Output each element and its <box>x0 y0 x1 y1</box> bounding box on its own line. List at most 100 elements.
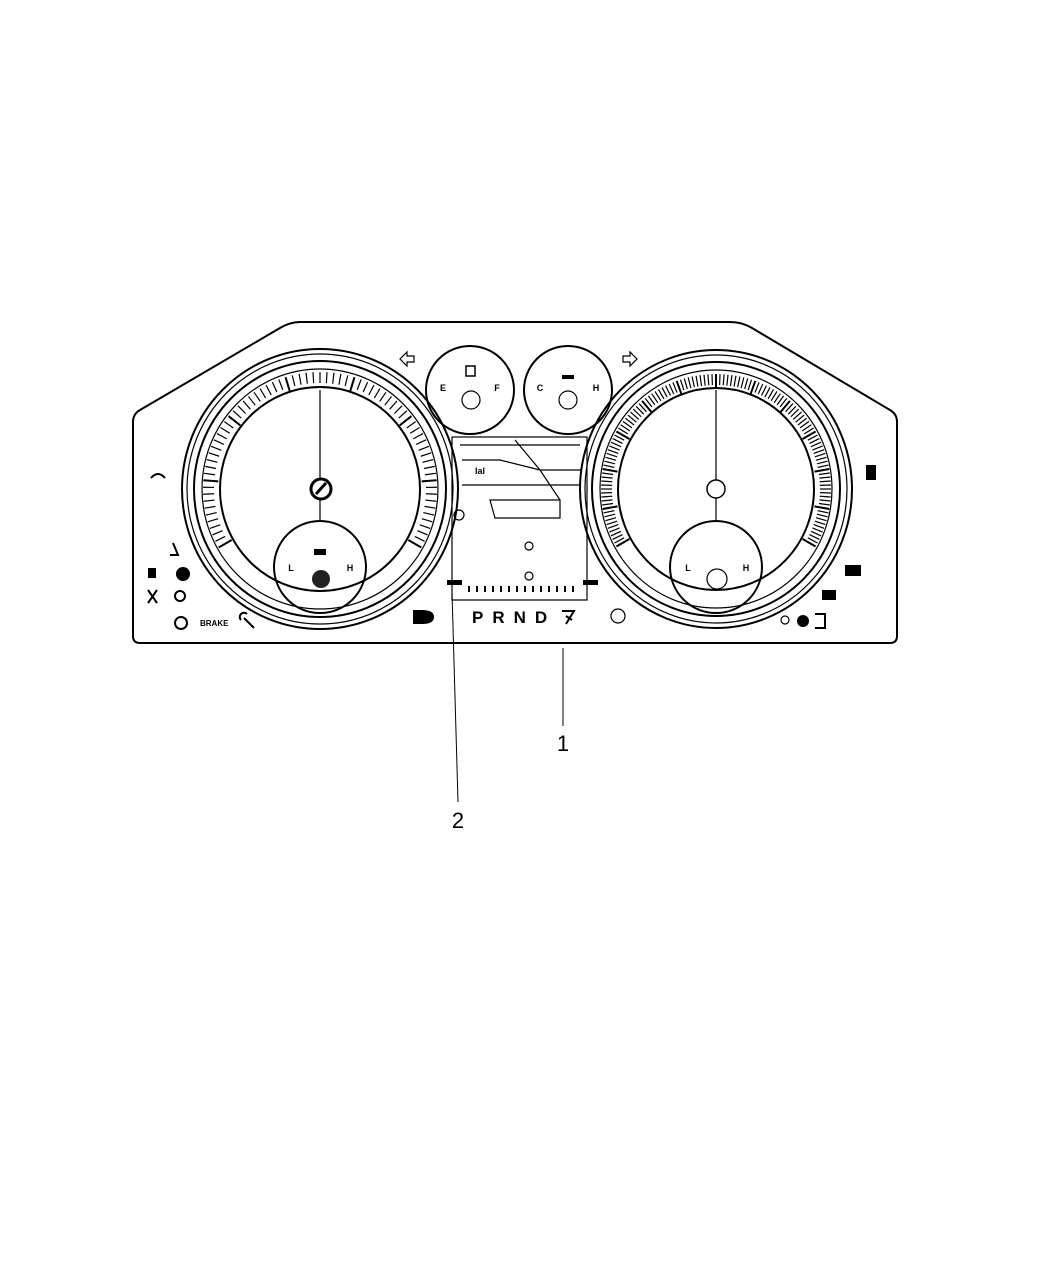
tick-mark <box>338 373 342 385</box>
tick-mark <box>601 476 613 479</box>
tick-mark <box>817 464 829 468</box>
tick-mark <box>802 538 817 548</box>
tick-mark <box>223 421 234 429</box>
tick-mark <box>610 530 622 537</box>
tick-mark <box>349 376 356 392</box>
tick-mark <box>356 379 362 390</box>
tick-mark <box>615 538 630 548</box>
tick-mark <box>212 530 223 536</box>
display-segment <box>468 586 470 592</box>
display-segment <box>572 586 574 592</box>
tick-mark <box>818 502 830 506</box>
tick-mark <box>807 434 818 441</box>
tick-mark <box>785 403 794 413</box>
tick-mark <box>802 430 817 440</box>
fuel-gauge: E F <box>425 345 515 435</box>
gauge-high-label: H <box>347 563 354 573</box>
tick-mark <box>203 479 219 483</box>
tick-mark <box>627 414 637 423</box>
seatbelt-icon <box>147 589 158 604</box>
tick-mark <box>632 408 642 418</box>
tick-mark <box>776 395 785 406</box>
tick-mark <box>284 376 291 392</box>
tick-mark <box>259 388 267 399</box>
tick-mark <box>379 391 387 402</box>
right-turn-arrow-icon <box>622 350 638 368</box>
tick-mark <box>213 439 225 445</box>
brake-warning-label: BRAKE <box>200 619 229 628</box>
gauge-low-label: E <box>440 383 446 393</box>
tick-mark <box>638 403 647 413</box>
tick-mark <box>635 405 645 415</box>
tick-mark <box>687 377 692 389</box>
tick-mark <box>265 384 272 396</box>
tick-mark <box>242 400 251 410</box>
display-segment <box>476 586 478 592</box>
tick-mark <box>813 524 825 529</box>
tick-mark <box>602 468 618 473</box>
tick-mark <box>305 372 308 384</box>
tick-mark <box>614 537 625 544</box>
tick-mark <box>205 465 217 470</box>
tick-mark <box>801 424 812 432</box>
tick-mark <box>278 379 284 390</box>
tick-mark <box>737 376 741 388</box>
tick-mark <box>604 460 616 465</box>
tick-mark <box>733 375 737 387</box>
tick-mark <box>609 527 620 533</box>
tick-mark <box>773 393 781 404</box>
tick-mark <box>424 472 437 476</box>
tick-mark <box>703 374 706 386</box>
tick-mark <box>607 449 619 454</box>
tick-mark <box>661 387 668 398</box>
tick-mark <box>618 427 629 435</box>
tick-mark <box>602 472 614 476</box>
tick-mark <box>227 415 241 427</box>
tick-mark <box>602 502 614 506</box>
tick-mark <box>815 456 827 461</box>
tick-mark <box>291 375 296 387</box>
display-segment <box>484 586 486 592</box>
tick-mark <box>797 417 807 426</box>
tick-mark <box>819 480 831 483</box>
tick-mark <box>814 468 830 473</box>
tick-mark <box>205 512 217 516</box>
tick-mark <box>237 405 247 414</box>
display-segment <box>540 586 542 592</box>
tick-mark <box>814 520 826 526</box>
tick-mark <box>407 539 422 549</box>
tick-mark <box>675 380 683 396</box>
tick-mark <box>220 426 231 434</box>
tick-mark <box>384 396 393 406</box>
parking-brake-icon <box>176 567 190 581</box>
tick-mark <box>423 512 435 516</box>
indicator-lamp <box>610 608 626 624</box>
tick-mark <box>421 479 437 483</box>
tick-mark <box>420 452 432 457</box>
tow-haul-icon <box>822 590 836 600</box>
gauge-low-label: C <box>537 383 544 393</box>
engine-check-icon <box>174 590 186 602</box>
tick-mark <box>630 411 640 420</box>
tick-mark <box>424 505 436 509</box>
tick-mark <box>601 495 613 498</box>
tick-mark <box>604 513 616 518</box>
display-segment <box>524 586 526 592</box>
tick-mark <box>607 524 619 529</box>
tick-mark <box>807 537 818 544</box>
odometer-button-icon <box>866 465 876 480</box>
tick-mark <box>614 434 625 441</box>
tick-mark <box>421 518 433 523</box>
tick-mark <box>208 452 220 457</box>
gauge-high-label: H <box>743 563 750 573</box>
tick-mark <box>810 441 822 448</box>
tick-mark <box>707 374 710 386</box>
tick-mark <box>605 517 617 522</box>
tick-mark <box>809 438 820 444</box>
tick-mark <box>795 414 805 423</box>
tachometer-gauge <box>181 348 459 630</box>
tick-mark <box>399 415 413 427</box>
tick-mark <box>754 382 760 393</box>
tick-mark <box>647 395 656 406</box>
tick-mark <box>368 384 375 396</box>
